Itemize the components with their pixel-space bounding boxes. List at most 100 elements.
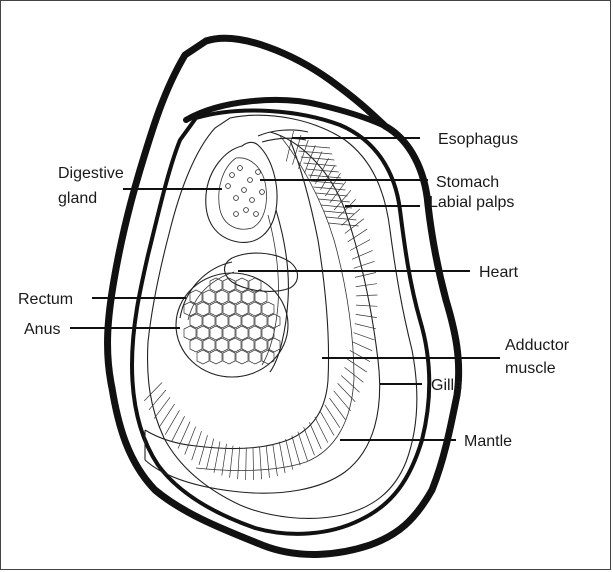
striation-line	[286, 439, 293, 470]
muscle-cell	[236, 326, 248, 340]
striation-line	[354, 333, 375, 340]
striation-line	[347, 359, 367, 372]
striation-line	[299, 140, 309, 169]
gland-granule	[244, 208, 249, 213]
striation-line	[292, 436, 300, 466]
muscle-cell	[229, 338, 241, 352]
muscle-cell	[236, 302, 248, 316]
gland-granule	[254, 212, 259, 217]
striation-line	[279, 442, 285, 473]
gland-granule	[226, 184, 231, 189]
striation-line	[206, 439, 213, 470]
muscle-cell	[197, 302, 209, 316]
striation-line	[324, 211, 355, 214]
muscle-cell	[249, 350, 261, 364]
label-adductor-line2: muscle	[505, 360, 556, 377]
striation-line	[199, 435, 208, 465]
striation-line	[154, 397, 170, 418]
muscle-cell	[203, 338, 215, 352]
muscle-cell	[216, 314, 228, 328]
striation-line	[356, 314, 377, 317]
muscle-cell	[249, 326, 261, 340]
label-stomach: Stomach	[436, 174, 499, 191]
striation-line	[356, 295, 377, 296]
striation-line	[253, 447, 254, 480]
muscle-cell	[210, 302, 222, 316]
striation-line	[350, 350, 370, 361]
striation-line	[266, 446, 269, 478]
muscle-cell	[203, 290, 215, 304]
striation-line	[352, 250, 373, 259]
gill-band-inner	[145, 140, 329, 448]
gland-granule	[242, 188, 247, 193]
muscle-cell	[210, 350, 222, 364]
label-esophagus: Esophagus	[438, 131, 518, 148]
muscle-cell	[190, 314, 202, 328]
label-digestive-gland-line1: Digestive	[58, 165, 124, 182]
muscle-cell	[190, 290, 202, 304]
muscle-cell	[216, 290, 228, 304]
gland-granule	[230, 173, 235, 178]
muscle-cell	[255, 290, 267, 304]
esophagus-tube	[258, 130, 308, 136]
label-labial-palps: Labial palps	[429, 194, 514, 211]
muscle-cell	[262, 302, 274, 316]
muscle-cell	[255, 338, 267, 352]
muscle-cell	[223, 278, 235, 292]
adductor-muscle-body	[176, 273, 288, 377]
striation-line	[185, 427, 196, 455]
label-gills: Gills	[431, 377, 462, 394]
label-anus: Anus	[24, 321, 60, 338]
label-heart: Heart	[479, 264, 519, 281]
striation-line	[356, 284, 377, 287]
muscle-cell	[236, 350, 248, 364]
striation-line	[309, 175, 342, 178]
muscle-cell	[268, 314, 280, 328]
striation-line	[246, 447, 247, 480]
striation-line	[355, 273, 376, 278]
striation-line	[325, 405, 340, 428]
striation-line	[329, 398, 345, 420]
muscle-cell	[223, 350, 235, 364]
muscle-cell	[223, 302, 235, 316]
muscle-cell	[223, 326, 235, 340]
gland-granule	[256, 170, 261, 175]
striation-line	[160, 404, 175, 427]
striation-line	[348, 229, 368, 242]
striation-line	[350, 240, 370, 251]
muscle-cell	[184, 326, 196, 340]
muscle-cell	[249, 302, 261, 316]
gland-granule	[238, 166, 243, 171]
gland-granule	[250, 198, 255, 203]
label-adductor-line1: Adductor	[505, 337, 570, 354]
striation-line	[352, 342, 372, 351]
striation-line	[304, 163, 337, 166]
label-mantle: Mantle	[464, 433, 512, 450]
striation-line	[356, 305, 377, 306]
label-digestive-gland-line2: gland	[58, 190, 97, 207]
striation-line	[238, 447, 240, 479]
striation-line	[301, 157, 334, 160]
striation-line	[326, 217, 356, 220]
muscle-cell	[262, 326, 274, 340]
striation-line	[345, 219, 364, 234]
muscle-cell	[242, 314, 254, 328]
muscle-cell	[216, 338, 228, 352]
gland-granule	[248, 178, 253, 183]
gland-granule	[234, 196, 239, 201]
striation-line	[230, 446, 233, 478]
intestine-loop-2	[262, 215, 279, 365]
striation-line	[354, 261, 375, 268]
striation-line	[214, 442, 220, 473]
striation-line	[304, 427, 315, 455]
muscle-cell	[203, 314, 215, 328]
muscle-cell	[197, 350, 209, 364]
gland-granule	[260, 190, 265, 195]
digestive-gland-texture	[226, 166, 265, 217]
muscle-cell	[242, 338, 254, 352]
muscle-cell	[229, 314, 241, 328]
striation-line	[316, 193, 348, 196]
label-rectum: Rectum	[18, 291, 73, 308]
muscle-cell	[197, 326, 209, 340]
